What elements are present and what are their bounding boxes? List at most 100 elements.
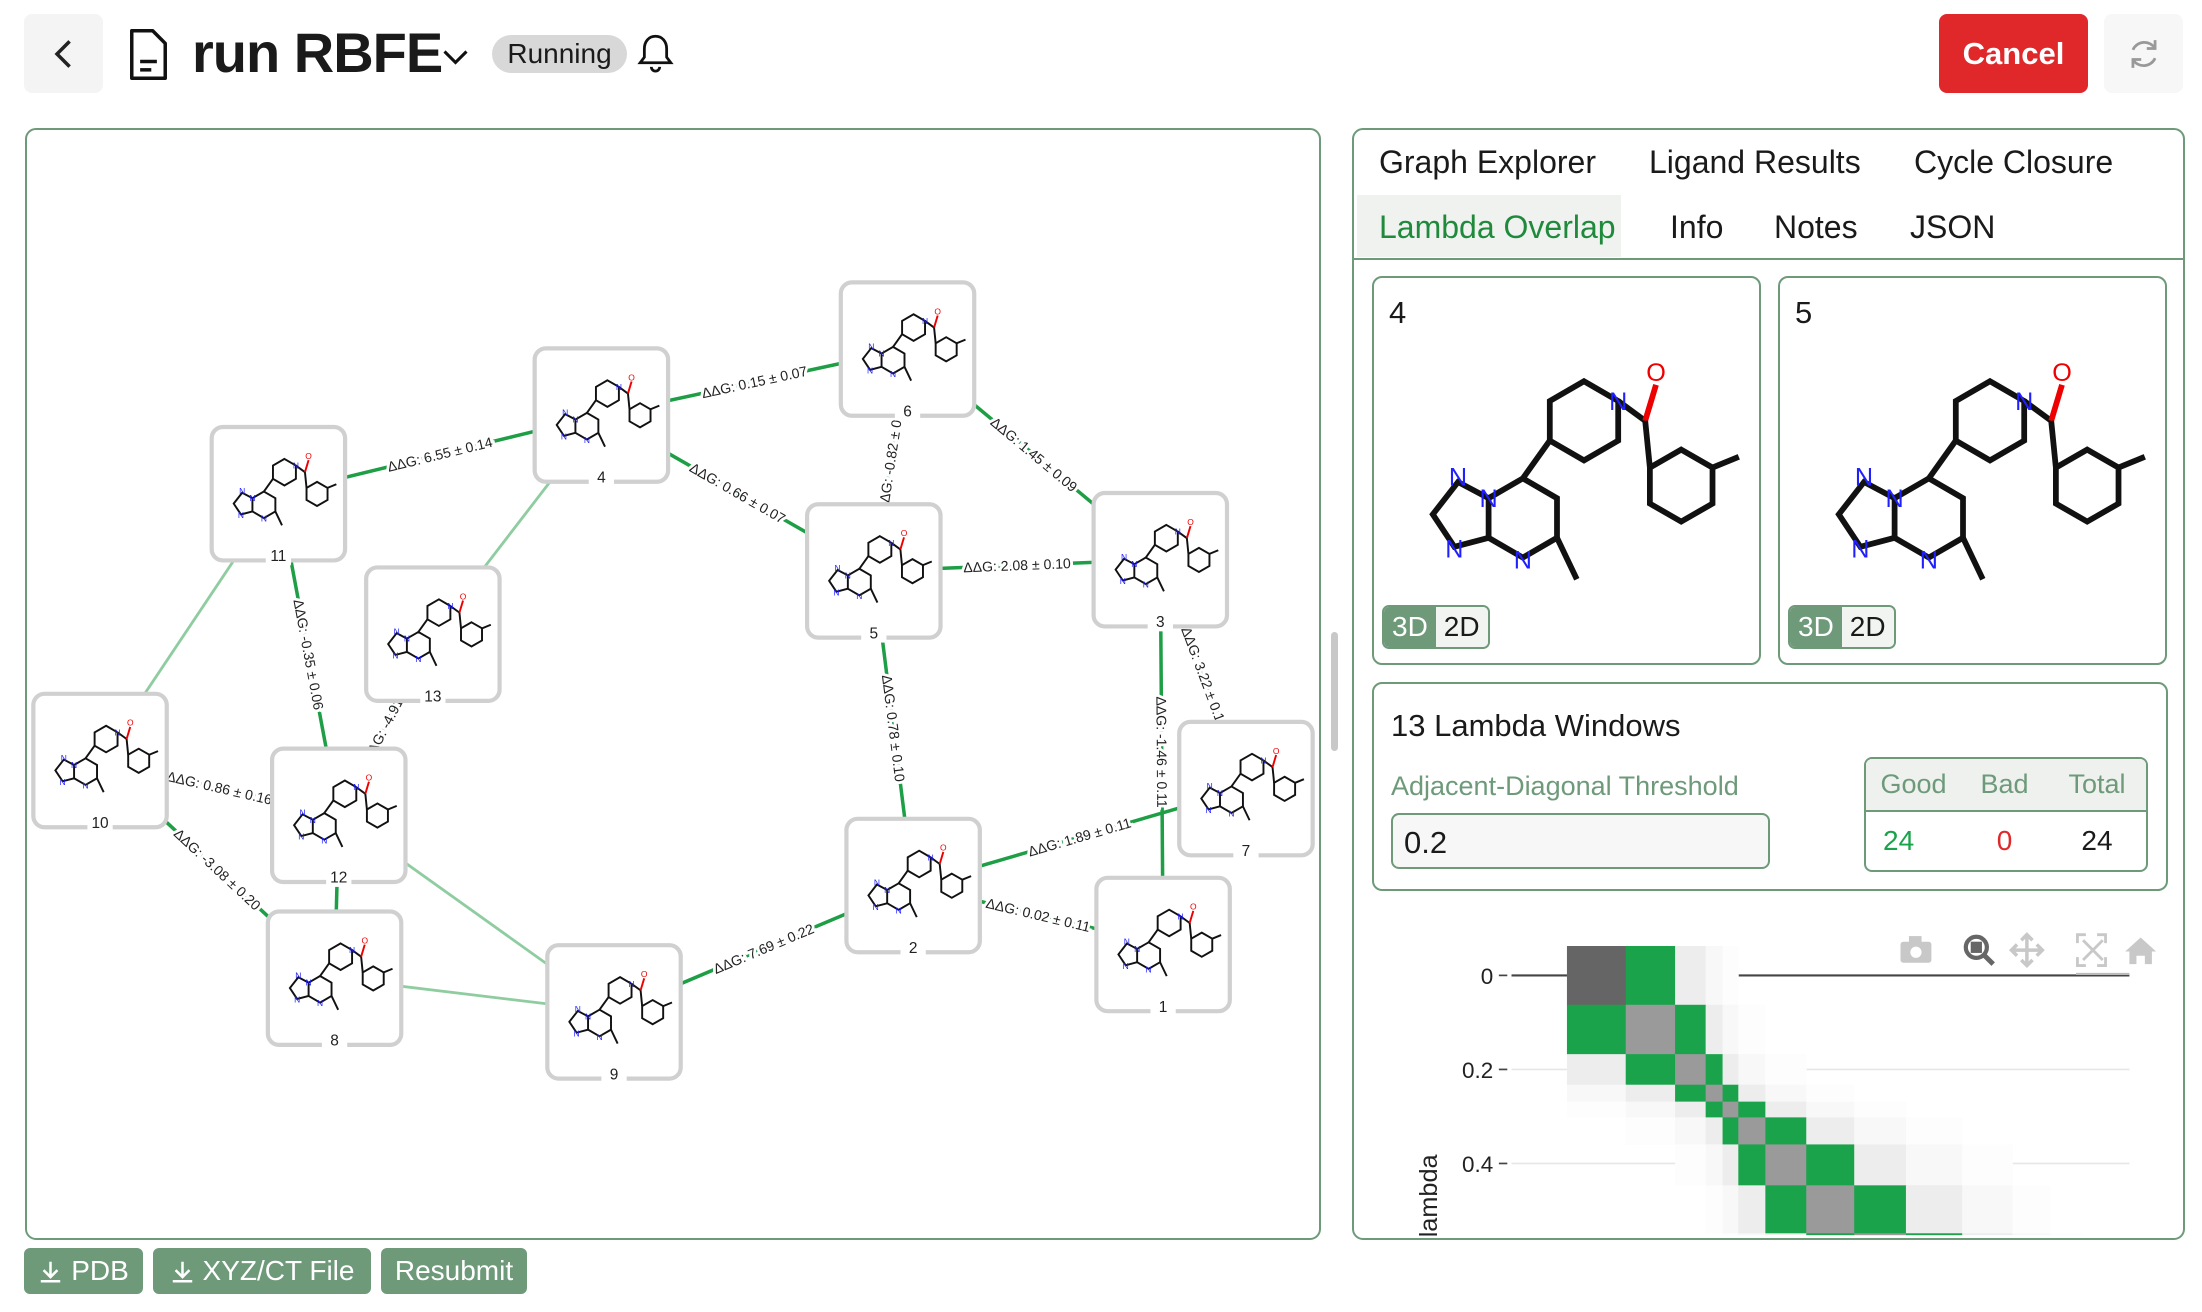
node-box[interactable] bbox=[1091, 490, 1230, 629]
heatmap-cell[interactable] bbox=[1738, 1233, 1766, 1236]
node-box[interactable] bbox=[209, 424, 348, 563]
heatmap-cell[interactable] bbox=[1625, 1054, 1676, 1086]
chevron-down-icon[interactable] bbox=[440, 46, 471, 68]
heatmap-cell[interactable] bbox=[1675, 946, 1707, 1006]
heatmap-cell[interactable] bbox=[1806, 1101, 1855, 1118]
tab-graph-explorer[interactable]: Graph Explorer bbox=[1379, 144, 1596, 180]
heatmap-cell[interactable] bbox=[1765, 1117, 1807, 1145]
heatmap-cell[interactable] bbox=[1738, 1054, 1766, 1086]
heatmap-cell[interactable] bbox=[1765, 1084, 1807, 1103]
heatmap-cell[interactable] bbox=[1962, 1144, 2013, 1186]
ligand-node[interactable]: 4 bbox=[532, 346, 671, 487]
ligand-node[interactable]: 3 bbox=[1091, 490, 1230, 632]
heatmap-cell[interactable] bbox=[1722, 1101, 1739, 1118]
heatmap-cell[interactable] bbox=[1705, 1084, 1723, 1103]
heatmap-cell[interactable] bbox=[1722, 946, 1739, 1006]
ligand-node[interactable]: 13 bbox=[364, 565, 502, 706]
tab-cycle-closure[interactable]: Cycle Closure bbox=[1914, 144, 2114, 180]
ligand-node[interactable]: 1 bbox=[1094, 875, 1232, 1017]
heatmap-cell[interactable] bbox=[1806, 1233, 1855, 1236]
heatmap-cell[interactable] bbox=[1765, 1233, 1807, 1236]
heatmap-cell[interactable] bbox=[2012, 1233, 2051, 1236]
heatmap-cell[interactable] bbox=[1675, 1084, 1707, 1103]
heatmap-cell[interactable] bbox=[1854, 1185, 1907, 1234]
heatmap-cell[interactable] bbox=[1905, 1233, 1963, 1236]
heatmap-cell[interactable] bbox=[1705, 1117, 1723, 1145]
heatmap-cell[interactable] bbox=[1705, 1101, 1723, 1118]
heatmap-cell[interactable] bbox=[1738, 1084, 1766, 1103]
download-pdb-button[interactable]: PDB bbox=[24, 1248, 143, 1294]
tab-lambda-overlap[interactable]: Lambda Overlap bbox=[1357, 195, 1621, 257]
heatmap-cell[interactable] bbox=[1806, 1144, 1855, 1186]
ligand-node[interactable]: 12 bbox=[269, 746, 408, 887]
heatmap-cell[interactable] bbox=[1566, 1054, 1627, 1086]
view-3d-button[interactable]: 3D bbox=[1790, 607, 1842, 647]
heatmap-cell[interactable] bbox=[1705, 1054, 1723, 1086]
heatmap-cell[interactable] bbox=[1675, 1144, 1707, 1186]
heatmap-cell[interactable] bbox=[1722, 1233, 1739, 1236]
heatmap-cell[interactable] bbox=[1854, 1117, 1907, 1145]
ligand-node[interactable]: 10 bbox=[31, 691, 169, 833]
heatmap-cell[interactable] bbox=[1566, 946, 1627, 1006]
node-box[interactable] bbox=[1177, 719, 1315, 858]
heatmap-cell[interactable] bbox=[1854, 1144, 1907, 1186]
back-button[interactable] bbox=[24, 14, 103, 93]
node-box[interactable] bbox=[805, 502, 943, 640]
autoscale-icon[interactable] bbox=[2076, 933, 2107, 967]
heatmap-cell[interactable] bbox=[1722, 1004, 1739, 1055]
heatmap-cell[interactable] bbox=[1905, 1185, 1963, 1234]
heatmap-cell[interactable] bbox=[1675, 1004, 1707, 1055]
heatmap-cell[interactable] bbox=[1765, 1101, 1807, 1118]
heatmap-cell[interactable] bbox=[1566, 1101, 1627, 1118]
pan-icon[interactable] bbox=[2008, 932, 2045, 969]
tab-info[interactable]: Info bbox=[1670, 209, 1724, 245]
scrollbar[interactable] bbox=[1331, 632, 1338, 751]
node-box[interactable] bbox=[31, 691, 169, 830]
heatmap-cell[interactable] bbox=[1905, 1144, 1963, 1186]
heatmap-cell[interactable] bbox=[1566, 1084, 1627, 1103]
heatmap-cell[interactable] bbox=[1765, 1054, 1807, 1086]
heatmap-cell[interactable] bbox=[1738, 1117, 1766, 1145]
heatmap-cell[interactable] bbox=[1854, 1101, 1907, 1118]
heatmap-cell[interactable] bbox=[2050, 1233, 2084, 1236]
heatmap-cell[interactable] bbox=[1806, 1117, 1855, 1145]
zoom-icon[interactable] bbox=[1963, 934, 1995, 966]
heatmap-cell[interactable] bbox=[1738, 1101, 1766, 1118]
heatmap-cell[interactable] bbox=[1625, 1084, 1676, 1103]
heatmap-cell[interactable] bbox=[1765, 1185, 1807, 1234]
heatmap-cell[interactable] bbox=[1722, 1117, 1739, 1145]
camera-icon[interactable] bbox=[1900, 936, 1932, 963]
view-2d-button[interactable]: 2D bbox=[1435, 607, 1488, 647]
view-3d-button[interactable]: 3D bbox=[1384, 607, 1436, 647]
node-box[interactable] bbox=[364, 565, 502, 703]
node-box[interactable] bbox=[269, 746, 408, 885]
heatmap-cell[interactable] bbox=[1675, 1117, 1707, 1145]
tab-json[interactable]: JSON bbox=[1910, 209, 1996, 245]
ligand-node[interactable]: 2 bbox=[844, 816, 982, 958]
ligand-node[interactable]: 6 bbox=[838, 280, 977, 421]
cancel-button[interactable]: Cancel bbox=[1939, 14, 2088, 93]
node-box[interactable] bbox=[265, 909, 404, 1048]
view-2d-button[interactable]: 2D bbox=[1841, 607, 1894, 647]
bell-icon[interactable] bbox=[636, 32, 675, 74]
node-box[interactable] bbox=[838, 280, 977, 418]
refresh-button[interactable] bbox=[2104, 14, 2183, 93]
ligand-node[interactable]: 8 bbox=[265, 909, 404, 1050]
heatmap-cell[interactable] bbox=[1722, 1144, 1739, 1186]
heatmap-cell[interactable] bbox=[1722, 1054, 1739, 1086]
heatmap-cell[interactable] bbox=[1625, 1101, 1676, 1118]
heatmap-cell[interactable] bbox=[1962, 1233, 2013, 1236]
heatmap-cell[interactable] bbox=[1738, 1144, 1766, 1186]
node-box[interactable] bbox=[532, 346, 671, 484]
ligand-node[interactable]: 7 bbox=[1177, 719, 1315, 861]
node-box[interactable] bbox=[545, 943, 683, 1081]
ligand-node[interactable]: 11 bbox=[209, 424, 348, 566]
heatmap-cell[interactable] bbox=[1962, 1185, 2013, 1234]
heatmap-cell[interactable] bbox=[1738, 1004, 1766, 1055]
heatmap-cell[interactable] bbox=[1566, 1004, 1627, 1055]
heatmap-cell[interactable] bbox=[1722, 1185, 1739, 1234]
heatmap-cell[interactable] bbox=[1705, 1144, 1723, 1186]
heatmap-cell[interactable] bbox=[1675, 1054, 1707, 1086]
download-xyz-button[interactable]: XYZ/CT File bbox=[153, 1248, 371, 1294]
